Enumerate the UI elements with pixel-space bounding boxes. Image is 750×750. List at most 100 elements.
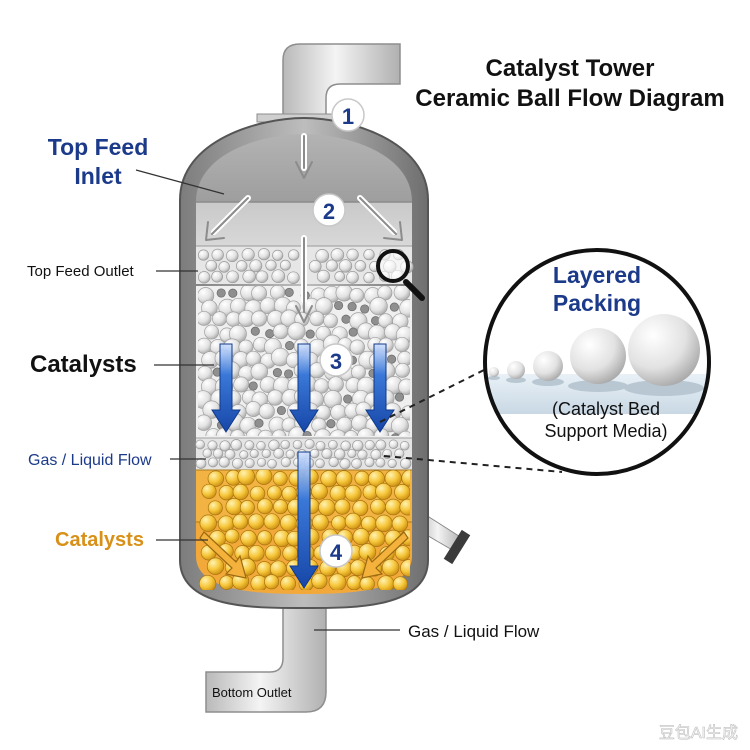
packing-ball: [272, 249, 284, 261]
packing-ball: [224, 528, 240, 544]
packing-ball: [235, 260, 248, 272]
packing-ball: [219, 575, 234, 590]
callout-magnified-view: Layered Packing (Catalyst Bed Support Me…: [483, 248, 711, 476]
packing-ball: [308, 260, 322, 273]
magnifier-icon: [376, 249, 425, 301]
packing-ball: [244, 458, 255, 469]
packing-ball: [328, 439, 338, 450]
packing-ball: [395, 545, 410, 561]
packing-ball: [225, 498, 243, 516]
packing-ball: [232, 457, 243, 469]
packing-ball: [389, 302, 399, 312]
packing-ball: [257, 429, 274, 436]
packing-ball: [230, 439, 243, 451]
packing-ball: [285, 341, 295, 351]
packing-ball: [199, 514, 217, 532]
packing-ball: [285, 449, 295, 459]
packing-ball: [370, 498, 386, 515]
callout-caption-line2: Support Media): [544, 421, 667, 441]
packing-ball: [368, 470, 385, 488]
packing-ball: [341, 314, 351, 324]
packing-ball: [395, 362, 410, 378]
packing-ball: [363, 272, 375, 284]
packing-ball: [394, 336, 410, 353]
ceramic-ball-layer-top: [197, 248, 414, 284]
packing-ball: [249, 449, 259, 459]
packing-ball: [334, 498, 351, 515]
packing-ball: [242, 269, 256, 284]
packing-ball: [399, 498, 410, 516]
packing-ball: [198, 574, 217, 590]
step-badge-4: 4: [319, 534, 353, 568]
packing-ball: [398, 378, 410, 396]
packing-ball: [279, 259, 291, 271]
packing-ball: [391, 433, 400, 436]
packing-ball: [327, 376, 344, 393]
packing-ball: [381, 558, 400, 577]
packing-ball: [257, 530, 273, 546]
packing-ball: [375, 482, 393, 500]
packing-ball: [356, 427, 375, 436]
packing-ball: [284, 369, 294, 379]
packing-ball: [311, 513, 329, 531]
packing-ball: [224, 449, 236, 460]
packing-ball: [239, 500, 255, 516]
packing-ball: [394, 392, 405, 402]
packing-ball: [195, 439, 205, 450]
packing-ball: [311, 483, 328, 500]
packing-ball: [357, 449, 368, 460]
packing-ball: [400, 457, 412, 470]
packing-ball: [375, 514, 393, 532]
packing-ball: [339, 458, 351, 470]
packing-ball: [364, 439, 375, 451]
packing-ball: [349, 288, 365, 303]
packing-ball: [387, 458, 397, 469]
packing-ball: [198, 310, 212, 326]
top-feed-inlet-label-line2: Inlet: [74, 163, 122, 189]
packing-ball: [318, 498, 336, 517]
packing-ball: [271, 429, 287, 436]
packing-ball: [197, 249, 210, 261]
packing-ball: [401, 470, 410, 487]
packing-ball: [255, 470, 273, 485]
packing-ball: [273, 499, 288, 515]
packing-ball: [334, 300, 344, 311]
svg-text:3: 3: [330, 349, 342, 374]
packing-ball: [311, 572, 328, 590]
packing-ball: [244, 440, 255, 451]
packing-ball: [272, 368, 282, 378]
packing-ball: [250, 326, 260, 336]
packing-ball: [370, 449, 382, 461]
packing-ball: [248, 381, 258, 391]
packing-ball: [211, 270, 223, 283]
packing-ball: [271, 269, 286, 284]
packing-ball: [334, 271, 346, 282]
packing-ball: [282, 545, 299, 562]
packing-ball: [216, 288, 226, 298]
packing-ball: [264, 544, 282, 561]
callout-caption-line1: (Catalyst Bed: [552, 399, 660, 419]
packing-ball: [343, 394, 353, 404]
step-badge-2: 2: [312, 193, 346, 227]
packing-ball: [255, 270, 269, 283]
packing-ball: [218, 456, 230, 468]
packing-ball: [305, 329, 315, 339]
packing-ball: [226, 270, 239, 284]
packing-ball: [346, 248, 359, 261]
callout-title-line1: Layered: [553, 262, 641, 288]
packing-ball: [211, 248, 224, 262]
packing-ball: [364, 457, 375, 468]
packing-ball: [212, 448, 224, 459]
packing-ball: [218, 261, 230, 273]
packing-ball: [268, 439, 280, 452]
packing-ball: [349, 339, 365, 355]
packing-ball: [385, 498, 402, 516]
packing-ball: [352, 528, 370, 546]
packing-ball: [315, 458, 325, 469]
packing-ball: [388, 439, 399, 450]
packing-ball: [270, 347, 290, 367]
packing-ball: [256, 441, 266, 451]
packing-ball: [393, 286, 410, 301]
ceramic-ball-support-layer: [195, 438, 412, 470]
packing-ball: [245, 401, 262, 417]
